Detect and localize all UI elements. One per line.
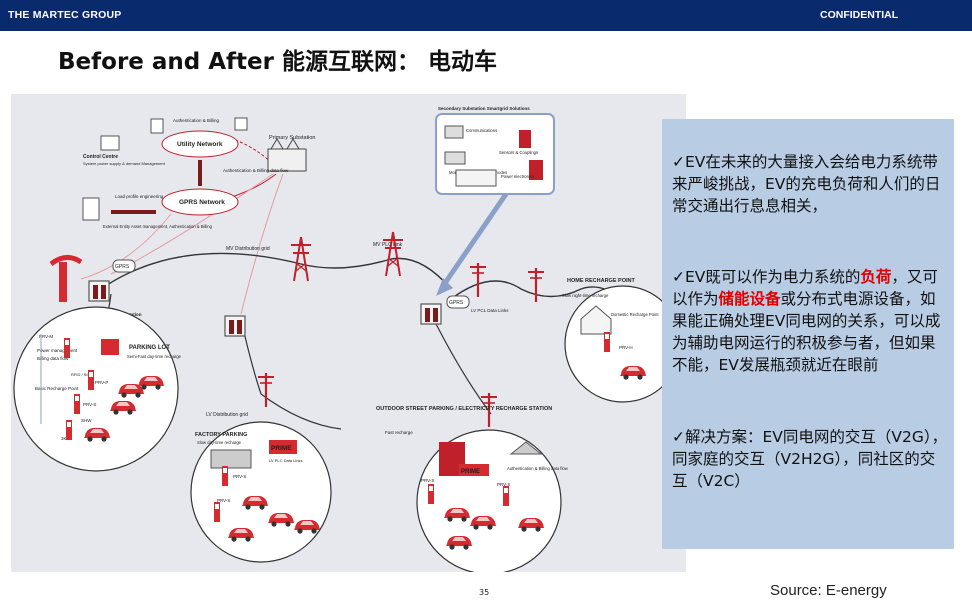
svg-text:External Entity Asset manageme: External Entity Asset management, Authen… — [103, 224, 213, 229]
highlight-storage: 储能设备 — [718, 290, 781, 308]
svg-text:Semi-Fast day-time recharge: Semi-Fast day-time recharge — [127, 354, 182, 359]
svg-text:MV Distribution grid: MV Distribution grid — [226, 246, 270, 252]
svg-text:FACTORY PARKING: FACTORY PARKING — [195, 432, 247, 438]
text-panel: ✓EV在未来的大量接入会给电力系统带来严峻挑战，EV的充电负荷和人们的日常交通出… — [662, 119, 954, 549]
svg-text:LV PCL Data Links: LV PCL Data Links — [471, 308, 509, 313]
svg-text:PRV-S: PRV-S — [217, 498, 230, 503]
svg-text:Authentication & Billing data: Authentication & Billing data flow — [223, 168, 289, 173]
svg-text:Fast recharge: Fast recharge — [385, 430, 413, 435]
svg-text:PRV-P: PRV-P — [95, 380, 108, 385]
svg-text:Slow night-time recharge: Slow night-time recharge — [562, 293, 609, 298]
svg-text:PRV-S: PRV-S — [83, 402, 96, 407]
point-ev-role: ✓EV既可以作为电力系统的负荷，又可以作为储能设备或分布式电源设备，如果能正确处… — [672, 268, 941, 374]
svg-text:Control Centre: Control Centre — [83, 154, 118, 160]
svg-text:Authentication & Billing data: Authentication & Billing data flow — [507, 466, 569, 471]
svg-text:Slow day-time recharge: Slow day-time recharge — [197, 440, 242, 445]
svg-text:LV PLC Data Links: LV PLC Data Links — [269, 458, 303, 463]
svg-text:Secondary Substation Smartgrid: Secondary Substation Smartgrid Solutions — [438, 106, 530, 111]
confidential-label: CONFIDENTIAL — [820, 9, 899, 21]
svg-text:Load profile engineering: Load profile engineering — [115, 194, 164, 199]
svg-text:HOME RECHARGE POINT: HOME RECHARGE POINT — [567, 278, 635, 284]
company-name: THE MARTEC GROUP — [8, 9, 122, 21]
highlight-load: 负荷 — [860, 268, 892, 286]
svg-text:Sensors & Couplings: Sensors & Couplings — [499, 150, 538, 155]
svg-text:Power management: Power management — [37, 348, 78, 353]
gprs-network-label: GPRS Network — [179, 199, 225, 206]
svg-text:PRV-M: PRV-M — [39, 334, 53, 339]
svg-text:Primary Substation: Primary Substation — [269, 135, 315, 141]
svg-text:Billing data flow: Billing data flow — [37, 356, 69, 361]
utility-network-label: Utility Network — [177, 141, 223, 148]
svg-text:Domestic Recharge Point: Domestic Recharge Point — [611, 312, 659, 317]
svg-text:PRV-H: PRV-H — [619, 345, 633, 350]
svg-text:PRV-S: PRV-S — [233, 474, 246, 479]
svg-text:PRIME: PRIME — [461, 469, 480, 475]
svg-text:Power electronics: Power electronics — [501, 174, 534, 179]
header-bar: THE MARTEC GROUP CONFIDENTIAL — [0, 0, 972, 31]
svg-text:OUTDOOR STREET PARKING / ELECT: OUTDOOR STREET PARKING / ELECTRICITY REC… — [376, 406, 552, 412]
svg-text:System power supply & demand M: System power supply & demand Management — [83, 161, 166, 166]
svg-text:PRV-S: PRV-S — [421, 478, 434, 483]
svg-text:RFID / SIM: RFID / SIM — [71, 372, 91, 377]
point-solution: ✓解决方案：EV同电网的交互（V2G），同家庭的交互（V2H2G），同社区的交互… — [672, 428, 948, 490]
svg-text:MV PLC Link: MV PLC Link — [373, 242, 403, 248]
svg-text:GPRS: GPRS — [449, 300, 464, 306]
page-number: 35 — [479, 588, 490, 597]
svg-text:Communications: Communications — [466, 128, 497, 133]
svg-text:GPRS: GPRS — [115, 264, 130, 270]
slide-title: Before and After 能源互联网： 电动车 — [58, 49, 498, 75]
point-ev-challenge: ✓EV在未来的大量接入会给电力系统带来严峻挑战，EV的充电负荷和人们的日常交通出… — [672, 153, 941, 215]
svg-text:Basic Recharge Point: Basic Recharge Point — [35, 386, 79, 391]
svg-text:PRV-S: PRV-S — [497, 482, 510, 487]
svg-text:PRIME: PRIME — [271, 445, 292, 452]
ev-grid-diagram: Primary Substation Utility Network GPRS … — [11, 94, 686, 572]
svg-text:LV Distribution grid: LV Distribution grid — [206, 412, 248, 418]
svg-text:SHW: SHW — [81, 418, 92, 423]
svg-text:Authentication & Billing: Authentication & Billing — [173, 118, 220, 123]
svg-text:PARKING LOT: PARKING LOT — [129, 345, 170, 351]
source-note: Source: E-energy — [770, 582, 887, 599]
